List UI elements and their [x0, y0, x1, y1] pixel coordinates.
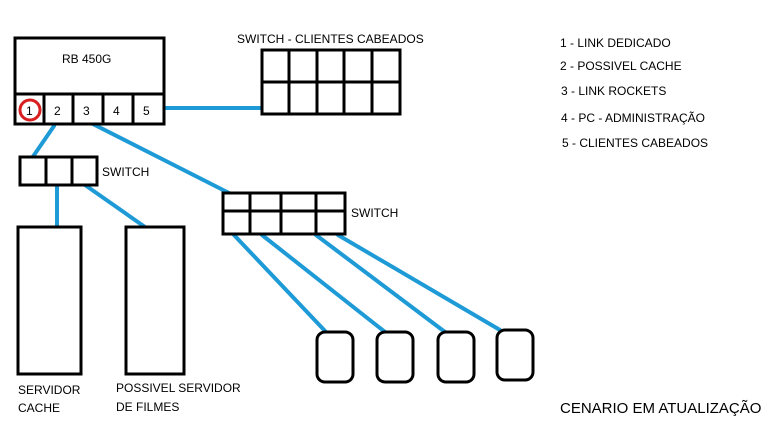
- rocket-device-4: [495, 328, 535, 382]
- clients-switch-label: SWITCH - CLIENTES CABEADOS: [237, 32, 424, 46]
- router-port-3: 3: [83, 104, 90, 118]
- link-cache-switch-to-film-server: [83, 183, 147, 229]
- cache-switch-label: SWITCH: [102, 165, 149, 179]
- legend-item-4: 4 - PC - ADMINISTRAÇÃO: [561, 111, 705, 125]
- rocket-devices: [315, 328, 535, 384]
- legend-item-3: 3 - LINK ROCKETS: [561, 84, 666, 98]
- port-1-highlight: [18, 98, 42, 122]
- cache-switch: [18, 155, 99, 187]
- clients-switch: [260, 48, 402, 116]
- legend-item-1: 1 - LINK DEDICADO: [560, 36, 671, 50]
- link-rockets-switch-to-device-3: [314, 233, 447, 334]
- link-port3-to-rockets-switch: [87, 120, 231, 195]
- legend-item-5: 5 - CLIENTES CABEADOS: [562, 136, 708, 150]
- film-server-label-line1: POSSIVEL SERVIDOR: [116, 381, 241, 395]
- router-label: RB 450G: [62, 52, 111, 66]
- router-port-4: 4: [113, 104, 120, 118]
- links: [30, 106, 502, 334]
- router-port-1: 1: [26, 104, 33, 118]
- rocket-device-1: [315, 330, 355, 384]
- link-port2-to-cache-switch: [30, 124, 56, 160]
- router-port-2: 2: [54, 104, 61, 118]
- link-rockets-switch-to-device-2: [260, 233, 387, 334]
- cache-server-label-line1: SERVIDOR: [18, 383, 81, 397]
- rocket-device-2: [375, 330, 415, 384]
- link-rockets-switch-to-device-4: [336, 233, 502, 332]
- rocket-device-3: [436, 330, 476, 384]
- film-server-label-line2: DE FILMES: [116, 400, 179, 414]
- film-server: [124, 225, 186, 376]
- link-rockets-switch-to-device-1: [232, 233, 328, 334]
- rockets-switch: [221, 191, 347, 236]
- legend-item-2: 2 - POSSIVEL CACHE: [560, 59, 682, 73]
- cache-server-label-line2: CACHE: [18, 401, 60, 415]
- footer-caption: CENARIO EM ATUALIZAÇÃO: [560, 400, 761, 417]
- legend: 1 - LINK DEDICADO 2 - POSSIVEL CACHE 3 -…: [560, 36, 708, 150]
- cache-server: [16, 225, 83, 376]
- router-port-5: 5: [143, 104, 150, 118]
- rockets-switch-label: SWITCH: [351, 206, 398, 220]
